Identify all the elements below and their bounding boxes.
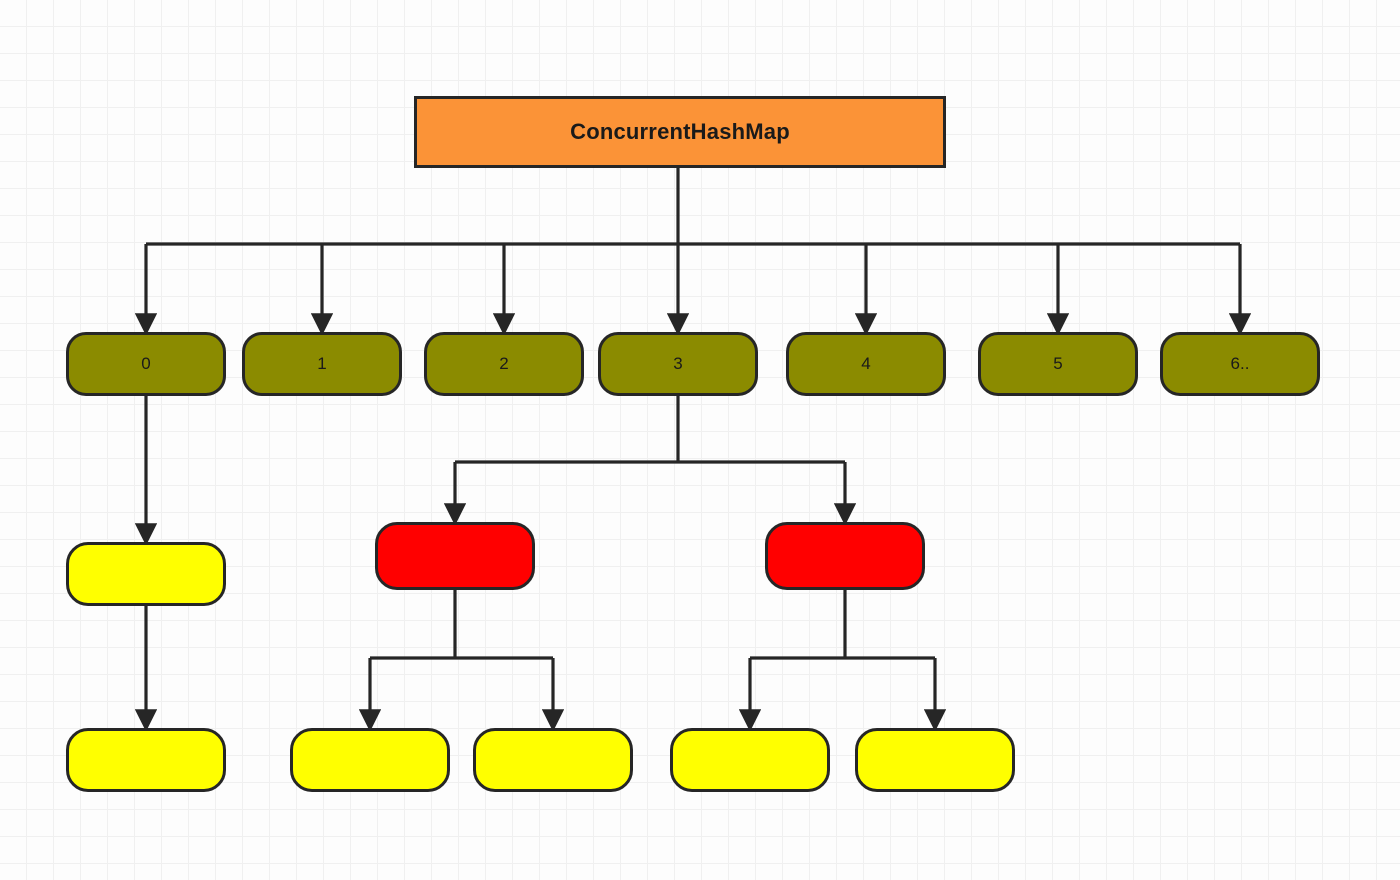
- bucket-node-5[interactable]: 5: [978, 332, 1138, 396]
- bucket-node-0-label: 0: [141, 353, 151, 373]
- bucket-node-4-label: 4: [861, 353, 871, 373]
- bucket-node-1[interactable]: 1: [242, 332, 402, 396]
- leaf-node-1[interactable]: [66, 728, 226, 792]
- bucket-node-2[interactable]: 2: [424, 332, 584, 396]
- tree-node-0[interactable]: [375, 522, 535, 590]
- bucket-node-3[interactable]: 3: [598, 332, 758, 396]
- leaf-node-0[interactable]: [66, 542, 226, 606]
- bucket-node-6[interactable]: 6..: [1160, 332, 1320, 396]
- bucket-node-2-label: 2: [499, 353, 509, 373]
- leaf-node-2[interactable]: [290, 728, 450, 792]
- concurrenthashmap-root-node-label: ConcurrentHashMap: [570, 118, 790, 144]
- bucket-node-1-label: 1: [317, 353, 327, 373]
- bucket-node-3-label: 3: [673, 353, 683, 373]
- leaf-node-5[interactable]: [855, 728, 1015, 792]
- bucket-node-0[interactable]: 0: [66, 332, 226, 396]
- tree-node-1[interactable]: [765, 522, 925, 590]
- bucket-node-6-label: 6..: [1230, 353, 1250, 373]
- concurrenthashmap-root-node[interactable]: ConcurrentHashMap: [414, 96, 946, 168]
- bucket-node-5-label: 5: [1053, 353, 1063, 373]
- leaf-node-3[interactable]: [473, 728, 633, 792]
- bucket-node-4[interactable]: 4: [786, 332, 946, 396]
- leaf-node-4[interactable]: [670, 728, 830, 792]
